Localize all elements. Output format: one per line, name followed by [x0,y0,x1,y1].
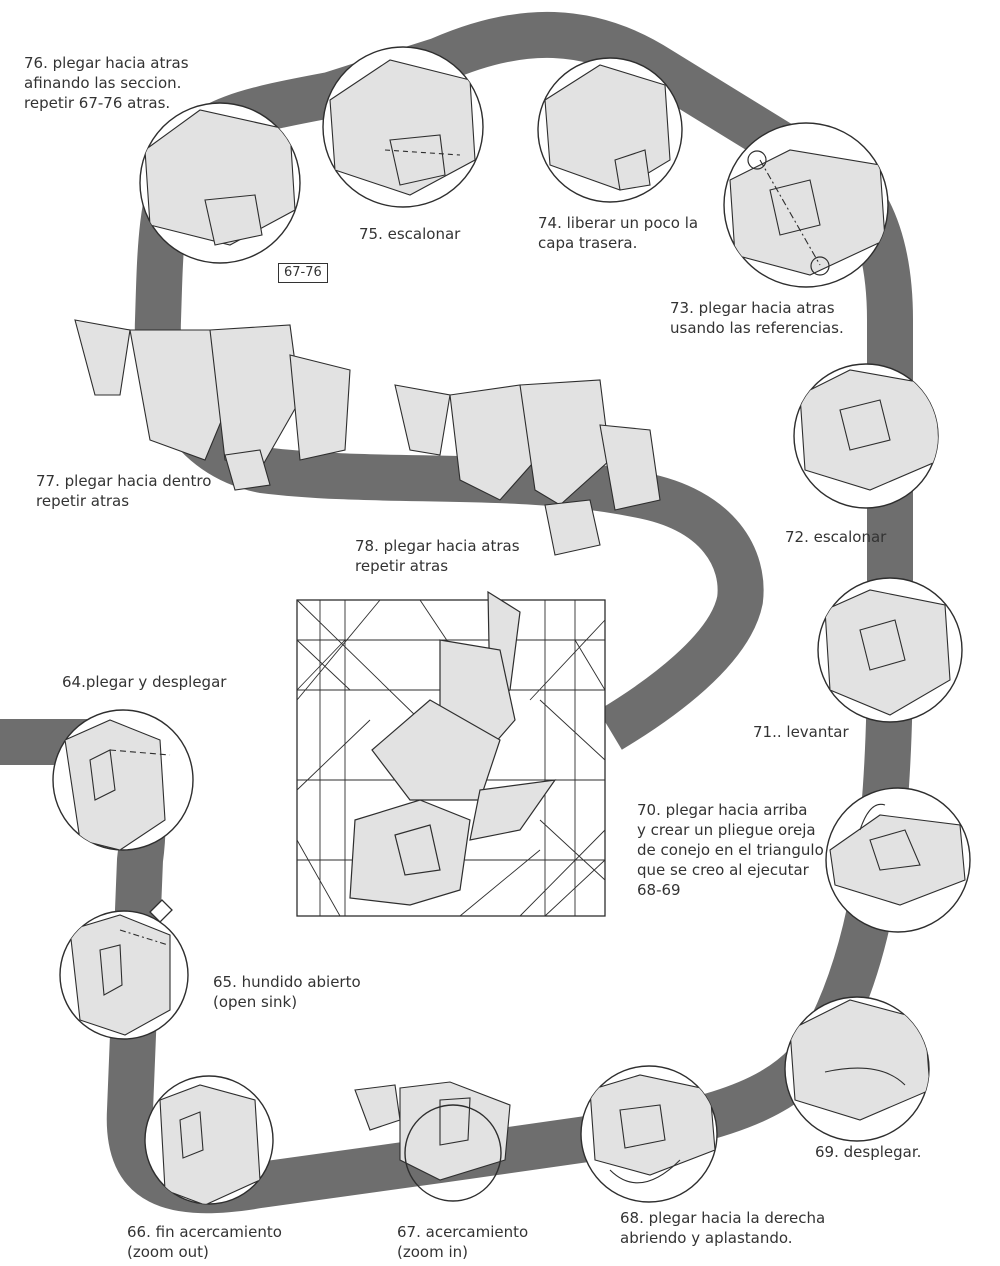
step-66-diagram [144,1075,274,1205]
step-68-label: 68. plegar hacia la derecha abriendo y a… [620,1209,826,1247]
push-arrow-icon [149,899,173,923]
step-77-label: 77. plegar hacia dentro repetir atras [36,472,212,510]
step-70-diagram [825,787,971,933]
step-72-diagram [793,363,939,509]
step-67-label: 67. acercamiento (zoom in) [397,1223,529,1261]
step-65-label: 65. hundido abierto (open sink) [213,973,361,1011]
step-77-diagram [74,319,351,491]
step-78-diagram [394,379,661,556]
repeat-reference-box: 67-76 [278,263,328,283]
step-66-label: 66. fin acercamiento (zoom out) [127,1223,282,1261]
step-76-diagram [139,102,301,264]
step-71-diagram [817,577,963,723]
step-64-label: 64.plegar y desplegar [62,673,227,691]
crease-pattern [296,590,606,917]
step-69-label: 69. desplegar. [815,1143,922,1161]
step-70-label: 70. plegar hacia arriba y crear un plieg… [637,801,824,899]
step-71-label: 71.. levantar [753,723,849,741]
step-65-diagram [59,899,189,1040]
step-69-diagram [784,996,930,1142]
step-73-label: 73. plegar hacia atras usando las refere… [670,299,844,337]
step-74-label: 74. liberar un poco la capa trasera. [538,214,699,252]
step-75-diagram [322,46,484,208]
step-76-label: 76. plegar hacia atras afinando las secc… [24,54,189,112]
step-75-label: 75. escalonar [359,225,461,243]
step-78-label: 78. plegar hacia atras repetir atras [355,537,520,575]
step-72-label: 72. escalonar [785,528,887,546]
step-67-diagram [354,1081,511,1202]
step-68-diagram [580,1065,718,1203]
step-74-diagram [537,57,683,203]
step-64-diagram [52,709,194,851]
step-73-diagram [723,122,889,288]
